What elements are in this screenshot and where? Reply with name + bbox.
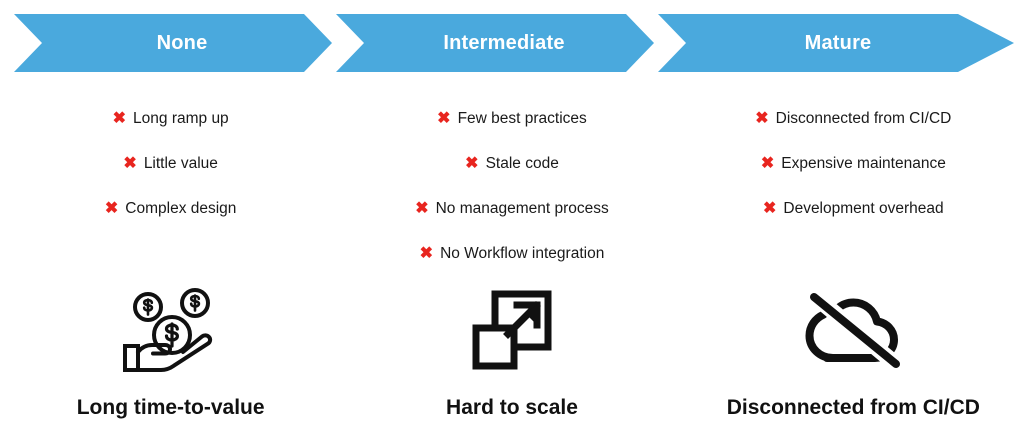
outcome-caption-cell: Hard to scale [341,388,682,428]
cross-icon: ✖ [112,109,127,127]
pain-point-columns: ✖ Long ramp up ✖ Little value ✖ Complex … [0,96,1024,276]
list-item-label: Long ramp up [133,109,229,127]
cross-icon: ✖ [104,199,119,217]
list-item: ✖ Disconnected from CI/CD [755,96,951,141]
stage-label-intermediate: Intermediate [443,32,565,54]
hand-holding-money-icon [0,282,341,378]
cross-icon: ✖ [437,109,451,127]
pain-point-column-none: ✖ Long ramp up ✖ Little value ✖ Complex … [0,96,341,276]
list-item-label: Disconnected from CI/CD [775,109,952,127]
outcome-caption-hard-to-scale: Hard to scale [446,396,578,419]
list-item: ✖ Few best practices [437,96,587,141]
cloud-off-icon [683,282,1024,378]
list-item: ✖ No Workflow integration [420,231,605,276]
cross-icon: ✖ [419,244,434,262]
outcome-caption-cell: Disconnected from CI/CD [683,388,1024,428]
cross-icon: ✖ [762,199,777,217]
outcome-icons-row [0,282,1024,378]
maturity-stage-banner: None Intermediate Mature [0,14,1024,72]
stage-chevron-intermediate[interactable]: Intermediate [336,14,654,72]
stage-chevron-none[interactable]: None [14,14,332,72]
outcome-caption-time-to-value: Long time-to-value [76,396,265,419]
list-item-label: No management process [435,199,609,217]
pain-point-column-intermediate: ✖ Few best practices ✖ Stale code ✖ No m… [341,96,682,276]
cross-icon: ✖ [123,154,137,172]
list-item-label: Stale code [485,154,559,172]
list-item-label: No Workflow integration [440,244,605,262]
list-item-label: Complex design [125,199,237,217]
list-item: ✖ Stale code [465,141,559,186]
stage-label-mature: Mature [804,32,872,54]
cross-icon: ✖ [415,199,429,217]
list-item-label: Development overhead [783,199,944,217]
list-item-label: Few best practices [457,109,587,127]
cross-icon: ✖ [755,109,769,127]
outcome-caption-cell: Long time-to-value [0,388,341,428]
cross-icon: ✖ [760,154,775,172]
stage-chevron-mature[interactable]: Mature [658,14,1014,72]
list-item: ✖ Expensive maintenance [761,141,946,186]
list-item: ✖ No management process [415,186,609,231]
pain-point-column-mature: ✖ Disconnected from CI/CD ✖ Expensive ma… [683,96,1024,276]
list-item-label: Little value [143,154,218,172]
outcome-caption-disconnected: Disconnected from CI/CD [726,396,980,419]
cross-icon: ✖ [465,154,479,172]
list-item: ✖ Long ramp up [113,96,229,141]
list-item-label: Expensive maintenance [781,154,946,172]
scale-expand-arrow-icon [341,282,682,378]
outcome-captions-row: Long time-to-value Hard to scale Disconn… [0,388,1024,428]
list-item: ✖ Complex design [105,186,237,231]
list-item: ✖ Development overhead [763,186,944,231]
list-item: ✖ Little value [123,141,218,186]
stage-label-none: None [156,32,208,54]
